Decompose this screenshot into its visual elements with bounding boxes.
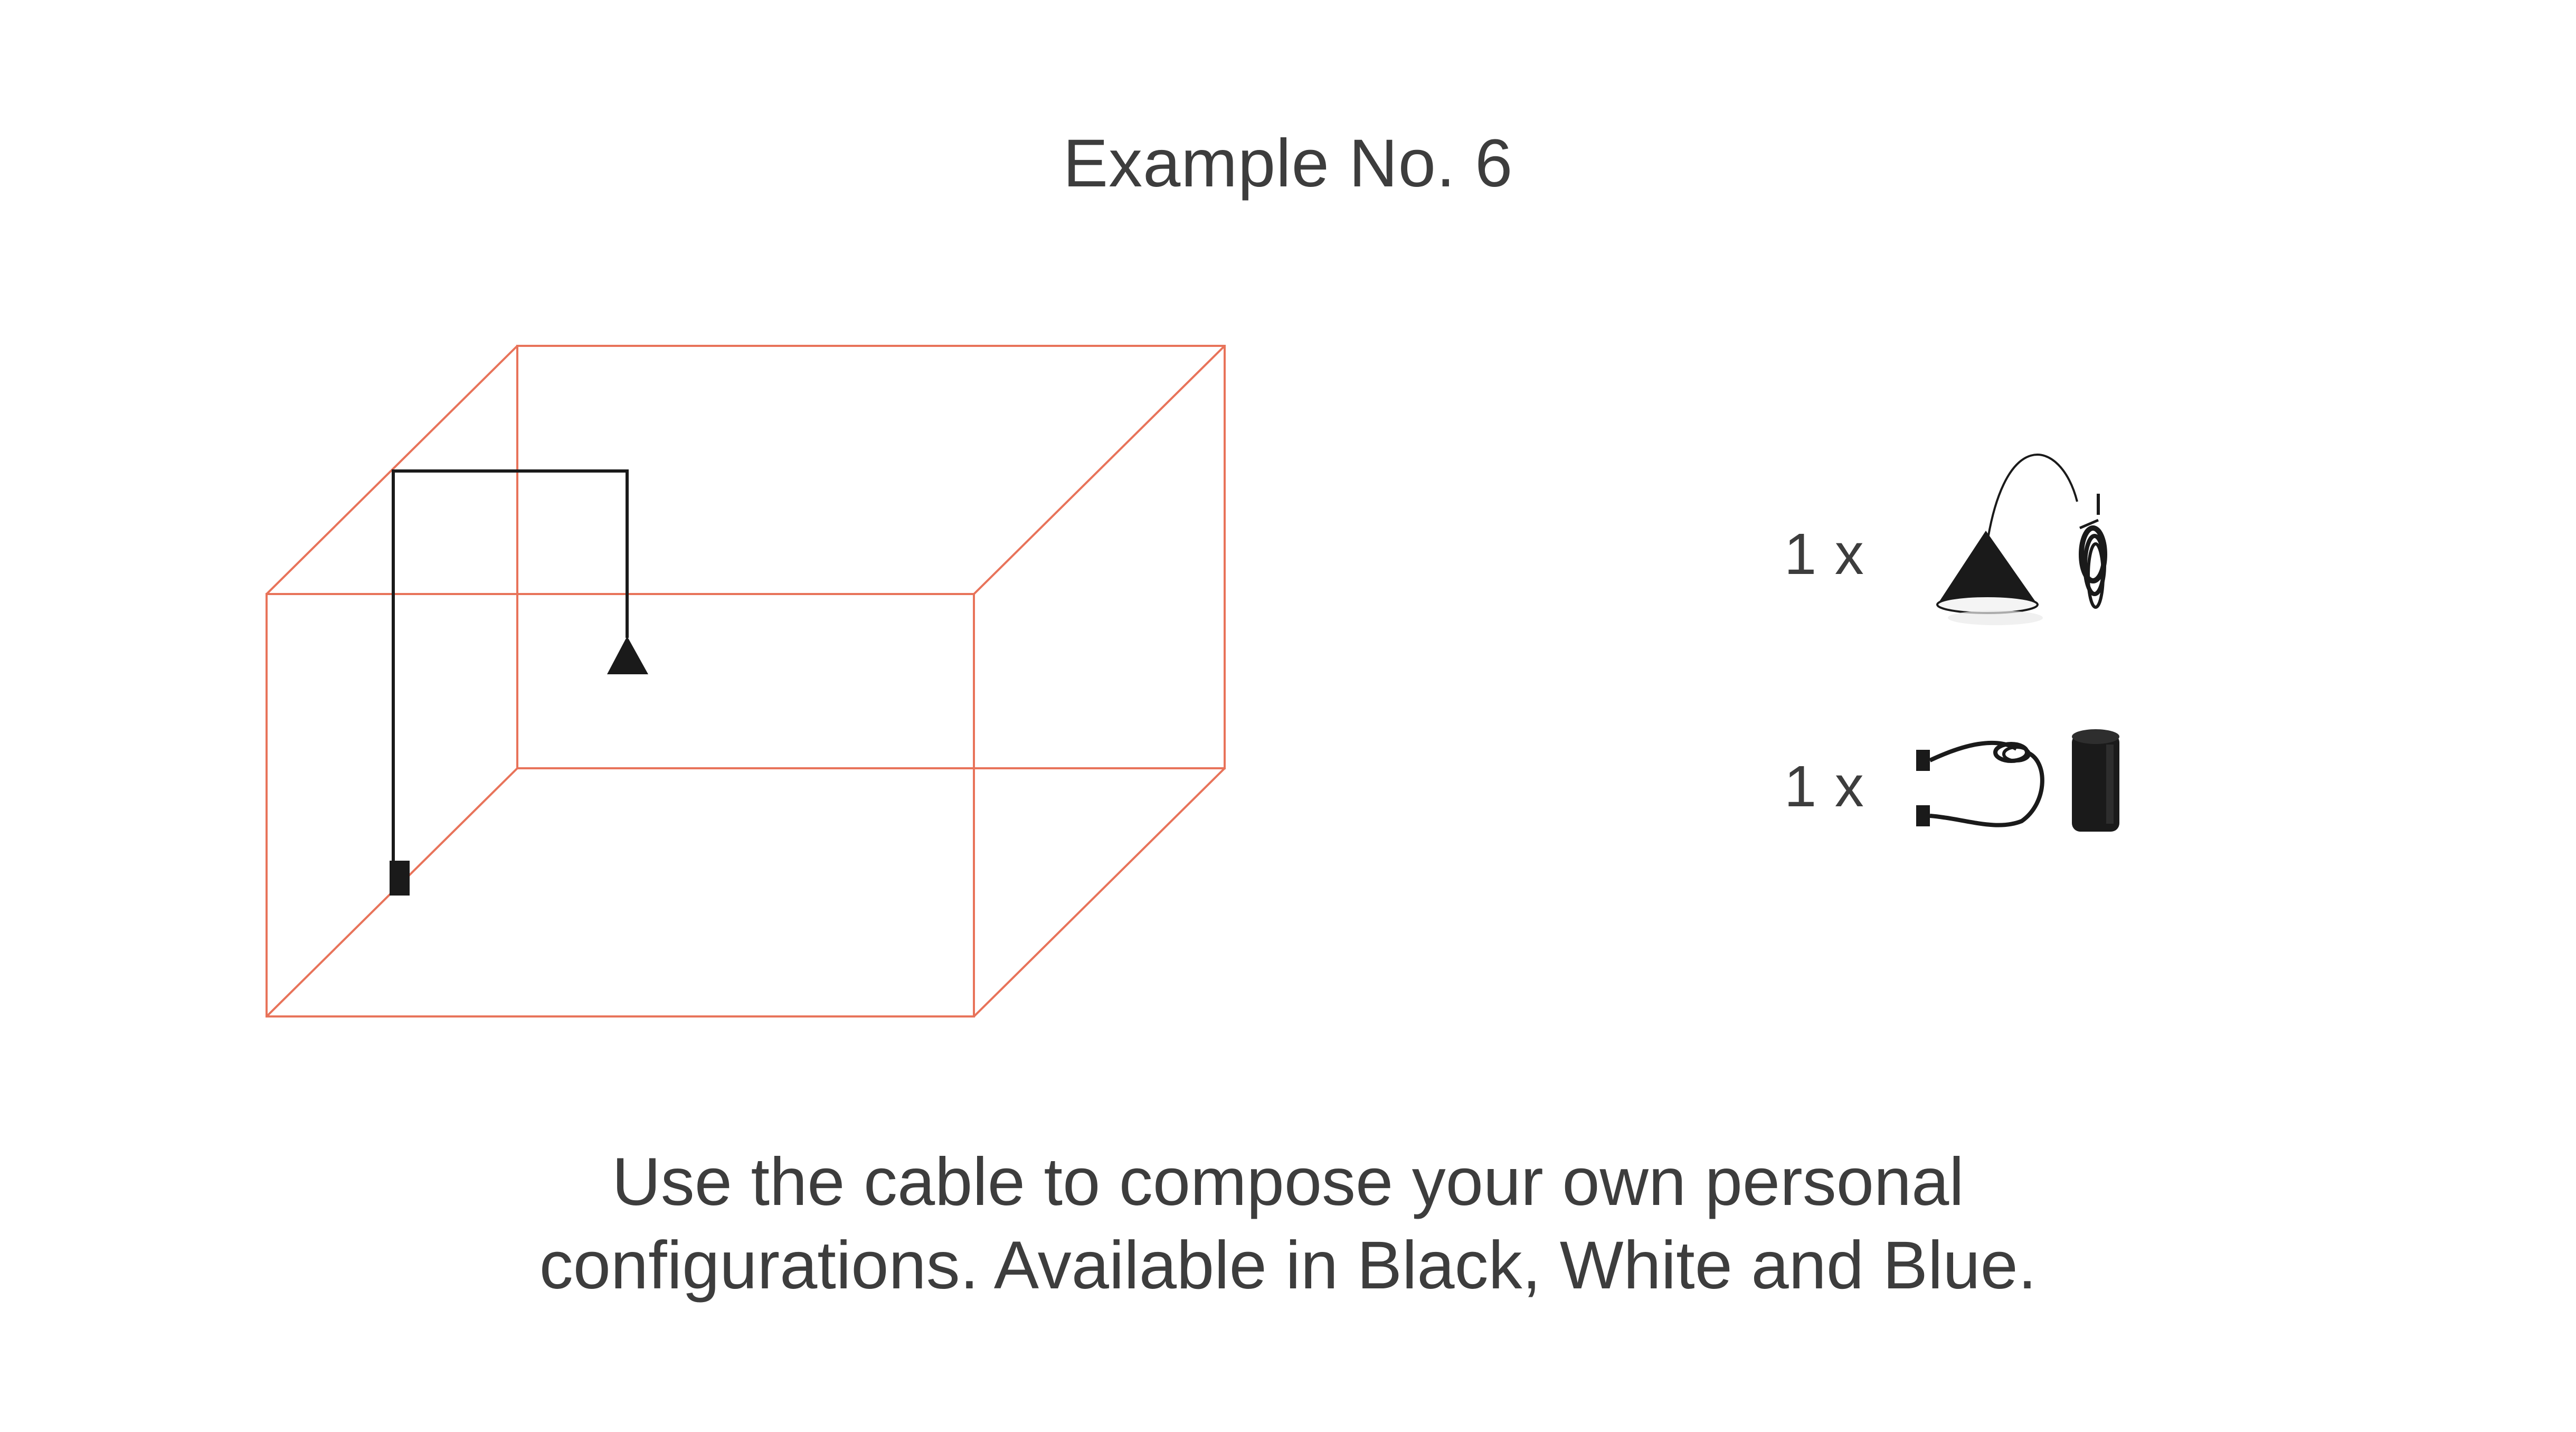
component-quantity-lamp: 1 x: [1784, 522, 1865, 587]
caption-line-2: configurations. Available in Black, Whit…: [539, 1228, 2037, 1303]
room-edge-bottom-right: [973, 767, 1226, 1018]
wall-plug-marker: [390, 861, 410, 896]
room-edge-top-right: [973, 345, 1226, 595]
room-back-face: [516, 345, 1226, 769]
page-title: Example No. 6: [1063, 126, 1513, 201]
room-front-face: [266, 593, 975, 1018]
component-quantity-cable-canopy: 1 x: [1784, 754, 1865, 819]
caption-line-1: Use the cable to compose your own person…: [612, 1144, 1964, 1220]
room-wireframe: [266, 345, 1226, 1018]
power-cable-and-cylindrical-canopy-icon: [1916, 729, 2119, 832]
cone-pendant-lamp-with-coiled-cable-icon: [1936, 454, 2107, 625]
caption: Use the cable to compose your own person…: [0, 1141, 2576, 1307]
cable-path: [392, 469, 629, 866]
pendant-lamp-marker: [607, 636, 648, 674]
